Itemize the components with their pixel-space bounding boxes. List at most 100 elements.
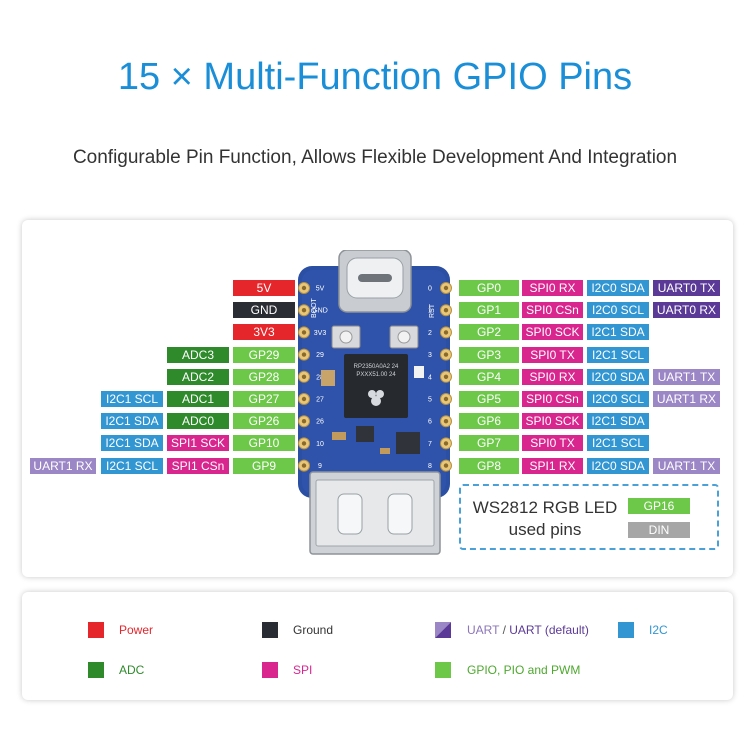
pin-label-spi0-sck: SPI0 SCK (522, 324, 583, 340)
pin-label-i2c0-sda: I2C0 SDA (587, 369, 649, 385)
pin-label-gp9: GP9 (233, 458, 295, 474)
pin-label-gp4: GP4 (459, 369, 519, 385)
legend-swatch-uart (435, 622, 451, 638)
pin-label-i2c0-sda: I2C0 SDA (587, 458, 649, 474)
pin-label-i2c1-sda: I2C1 SDA (101, 435, 163, 451)
silk-left-29: 29 (316, 352, 324, 359)
silk-left-27: 27 (316, 397, 324, 404)
legend-swatch-ground (262, 622, 278, 638)
legend-label-uart: UART / UART (default) (467, 622, 589, 638)
pin-label-spi1-rx: SPI1 RX (522, 458, 583, 474)
led-pin-din: DIN (628, 522, 690, 538)
pin-label-adc0: ADC0 (167, 413, 229, 429)
legend-label-adc: ADC (119, 663, 145, 677)
pin-label-uart1-rx: UART1 RX (30, 458, 96, 474)
pin-label-gp1: GP1 (459, 302, 519, 318)
pin-label-gnd: GND (233, 302, 295, 318)
legend-label-gpio: GPIO, PIO and PWM (467, 663, 581, 677)
pin-label-gp6: GP6 (459, 413, 519, 429)
silk-right-2: 2 (428, 330, 432, 337)
pin-label-i2c1-sda: I2C1 SDA (587, 324, 649, 340)
pin-label-gp10: GP10 (233, 435, 295, 451)
pin-label-gp8: GP8 (459, 458, 519, 474)
silk-right-0: 0 (428, 286, 432, 293)
boot-silk: BOOT (311, 297, 318, 318)
pin-label-spi0-rx: SPI0 RX (522, 369, 583, 385)
legend-label-power: Power (119, 623, 154, 637)
silk-right-7: 7 (428, 441, 432, 448)
silk-left-gnd: GND (312, 308, 328, 315)
pin-label-uart0-tx: UART0 TX (653, 280, 720, 296)
rst-silk: RST (429, 303, 436, 318)
pin-label-i2c0-sda: I2C0 SDA (587, 280, 649, 296)
pin-label-spi0-csn: SPI0 CSn (522, 391, 583, 407)
pin-label-i2c1-scl: I2C1 SCL (587, 347, 649, 363)
pin-label-adc3: ADC3 (167, 347, 229, 363)
led-component (321, 370, 335, 386)
led-title: WS2812 RGB LED (472, 498, 618, 517)
ws2812-led-box: WS2812 RGB LED used pins GP16 DIN (459, 484, 719, 550)
led-pin-gp16: GP16 (628, 498, 690, 514)
pin-label-gp0: GP0 (459, 280, 519, 296)
pin-label-i2c0-scl: I2C0 SCL (587, 302, 649, 318)
legend-panel (22, 592, 733, 700)
page-subtitle: Configurable Pin Function, Allows Flexib… (72, 147, 678, 168)
pin-label-gp2: GP2 (459, 324, 519, 340)
page-title: 15 × Multi-Function GPIO Pins (117, 56, 633, 98)
rp2350-chip (344, 354, 408, 418)
legend-label-i2c: I2C (649, 623, 668, 637)
legend-swatch-gpio (435, 662, 451, 678)
silk-left-26: 26 (316, 419, 324, 426)
silk-right-4: 4 (428, 374, 432, 381)
silk-left-10: 10 (316, 441, 324, 448)
silk-right-1: 1 (428, 308, 432, 315)
legend-label-ground: Ground (293, 623, 334, 637)
silk-right-5: 5 (428, 397, 432, 404)
legend-swatch-spi (262, 662, 278, 678)
silk-left-9: 9 (318, 463, 322, 470)
legend-swatch-adc (88, 662, 104, 678)
pin-label-gp29: GP29 (233, 347, 295, 363)
flash-chip (396, 432, 420, 454)
pin-label-gp7: GP7 (459, 435, 519, 451)
pin-label-gp27: GP27 (233, 391, 295, 407)
pin-label-spi0-tx: SPI0 TX (522, 435, 583, 451)
pin-label-uart0-rx: UART0 RX (653, 302, 720, 318)
silk-right-3: 3 (428, 352, 432, 359)
pin-label-i2c0-scl: I2C0 SCL (587, 391, 649, 407)
pin-label-gp5: GP5 (459, 391, 519, 407)
silk-right-6: 6 (428, 419, 432, 426)
pin-label-gp3: GP3 (459, 347, 519, 363)
chip-marking-2: PXXX51.00 24 (356, 372, 396, 378)
silk-left-3v3: 3V3 (314, 330, 327, 337)
chip-marking-1: RP2350A0A2 24 (354, 364, 399, 370)
pin-label-i2c1-sda: I2C1 SDA (101, 413, 163, 429)
pin-label-uart1-rx: UART1 RX (653, 391, 720, 407)
pin-label-i2c1-scl: I2C1 SCL (101, 391, 163, 407)
legend-swatch-i2c (618, 622, 634, 638)
silk-left-28: 28 (316, 374, 324, 381)
pin-label-uart1-tx: UART1 TX (653, 369, 720, 385)
pin-label-i2c1-scl: I2C1 SCL (101, 458, 163, 474)
pin-label-i2c1-sda: I2C1 SDA (587, 413, 649, 429)
pin-label-gp26: GP26 (233, 413, 295, 429)
legend-uart-text: UART (467, 623, 500, 637)
pin-label-adc1: ADC1 (167, 391, 229, 407)
silk-left-5v: 5V (316, 286, 325, 293)
pin-label-spi1-sck: SPI1 SCK (167, 435, 229, 451)
legend-uart-separator: / (499, 623, 510, 637)
pin-label-uart1-tx: UART1 TX (653, 458, 720, 474)
pin-label-spi0-rx: SPI0 RX (522, 280, 583, 296)
led-subtitle: used pins (508, 520, 582, 539)
legend-uart-default-text: UART (default) (509, 623, 589, 637)
pin-label-spi0-tx: SPI0 TX (522, 347, 583, 363)
board-illustration: 5V GND 3V3 29 28 27 26 10 9 0 1 2 3 4 5 6 7 8 BOOT RST R… (298, 250, 452, 555)
pin-label-spi0-csn: SPI0 CSn (522, 302, 583, 318)
pin-label-i2c1-scl: I2C1 SCL (587, 435, 649, 451)
pin-label-spi1-csn: SPI1 CSn (167, 458, 229, 474)
pin-label-adc2: ADC2 (167, 369, 229, 385)
silk-right-8: 8 (428, 463, 432, 470)
legend-swatch-power (88, 622, 104, 638)
pin-label-spi0-sck: SPI0 SCK (522, 413, 583, 429)
pin-label-5v: 5V (233, 280, 295, 296)
